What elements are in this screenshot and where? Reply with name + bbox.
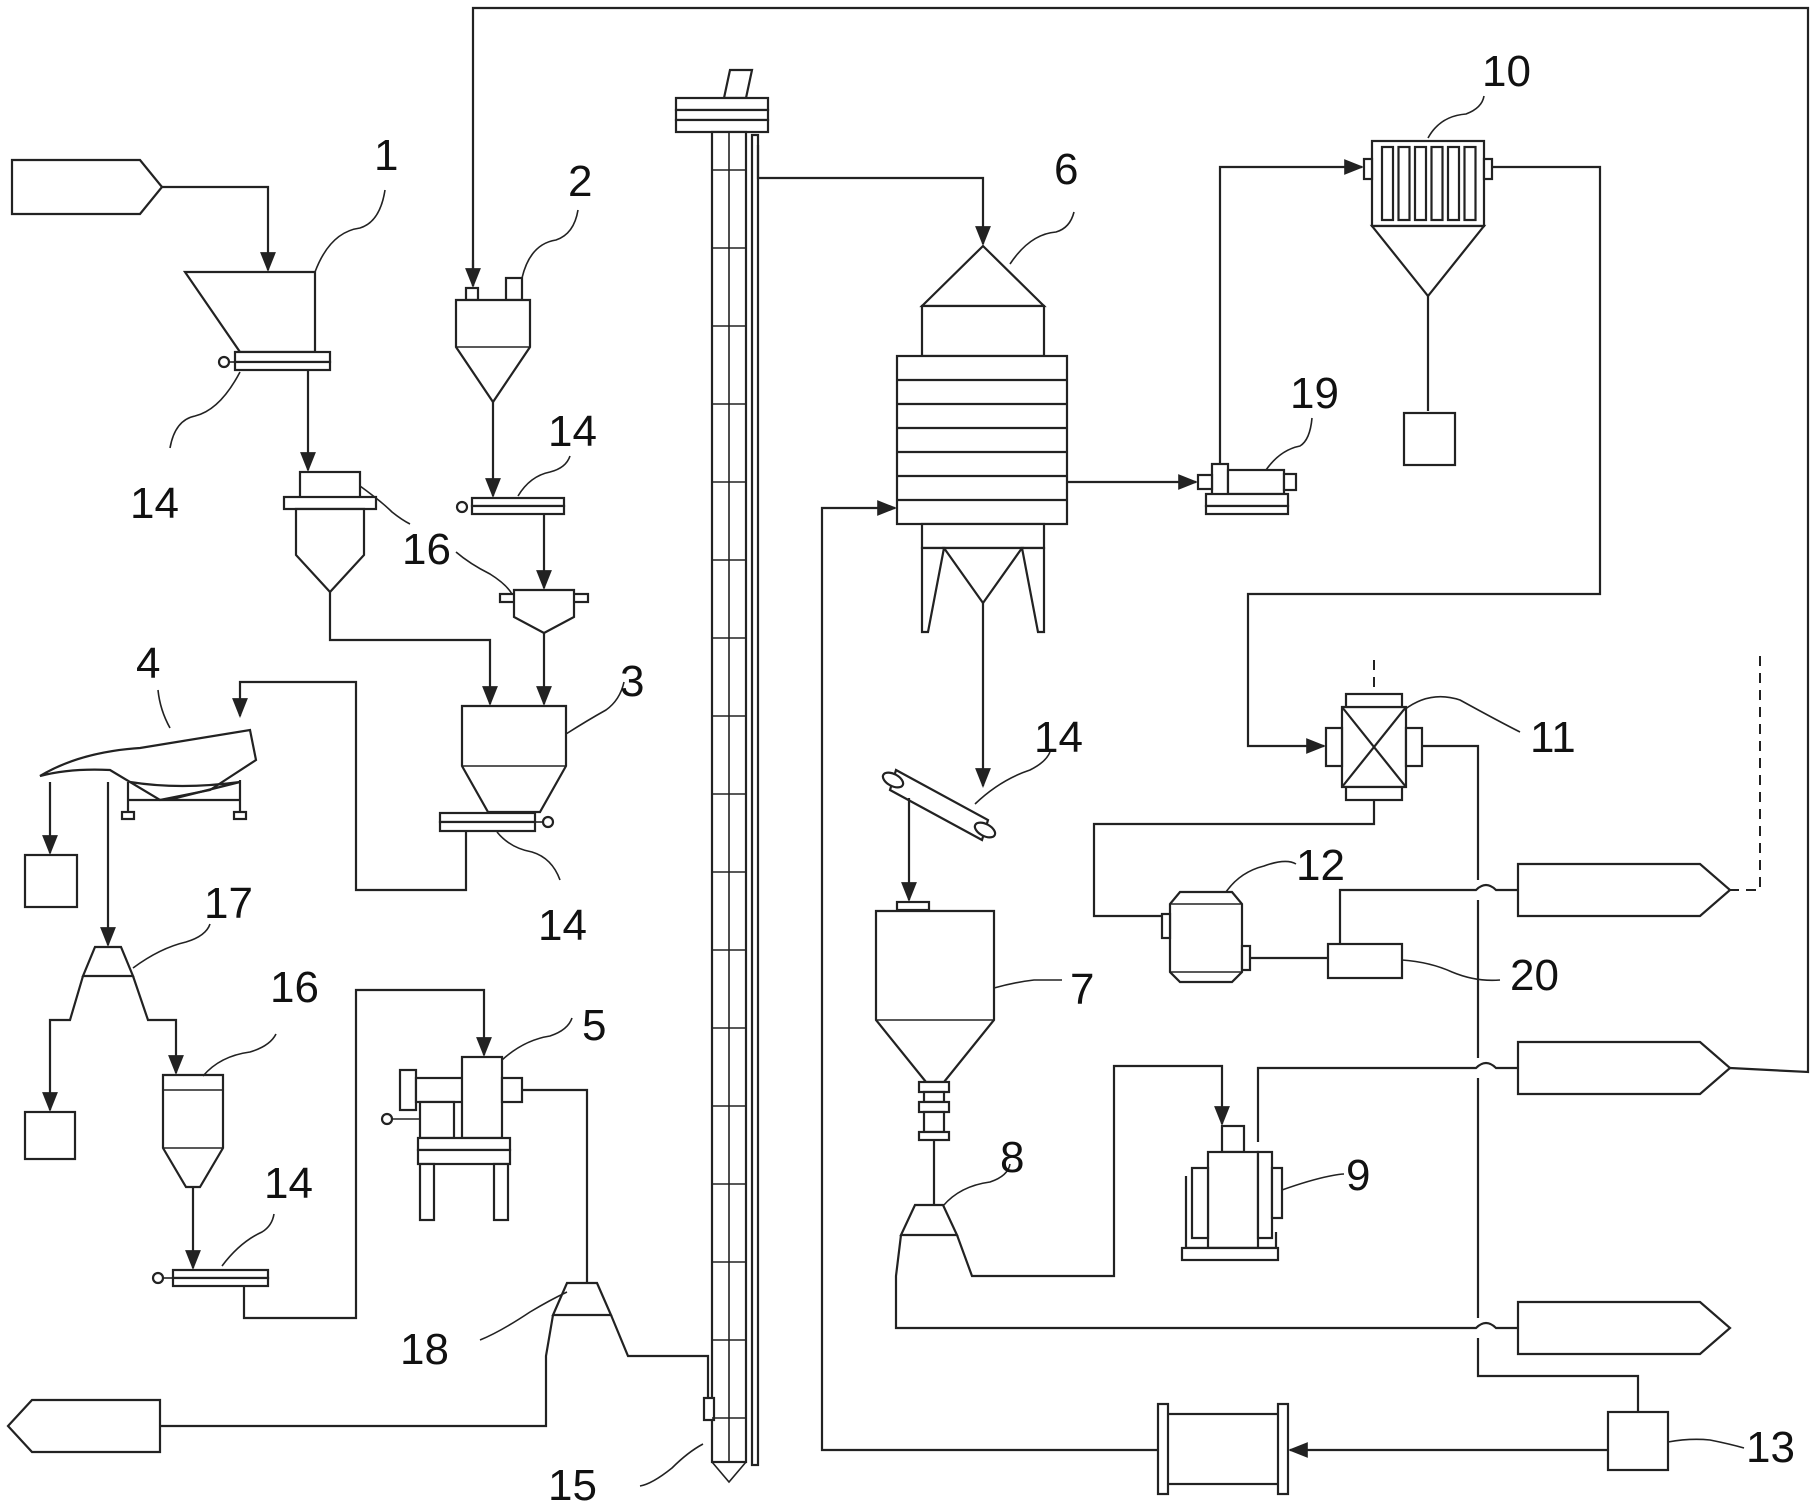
label-5: 5: [582, 1001, 606, 1050]
splitter-8: [899, 1203, 959, 1237]
label-20: 20: [1510, 951, 1559, 1000]
heat-exchanger-11: [1324, 692, 1424, 802]
label-14-hopper: 14: [130, 479, 179, 528]
cyclone-16-left: [282, 470, 378, 594]
cyclone-16-lower: [161, 1073, 225, 1189]
dryer-tower-6: [895, 244, 1069, 634]
hopper-1: [182, 270, 332, 372]
label-13: 13: [1746, 1423, 1795, 1472]
press-5: [380, 1055, 524, 1222]
label-14-lower: 14: [264, 1159, 313, 1208]
terminal-right-1: [1516, 862, 1732, 918]
silo-2: [454, 276, 532, 404]
raw-material-input-terminal: [10, 158, 164, 216]
rotary-drum: [1156, 1402, 1290, 1496]
vibrating-screen-4: [39, 728, 258, 821]
mixer-3: [438, 704, 568, 833]
label-10: 10: [1482, 47, 1531, 96]
label-16-lower: 16: [270, 963, 319, 1012]
label-9: 9: [1346, 1151, 1370, 1200]
label-14-conveyor: 14: [1034, 713, 1083, 762]
box-20: [1326, 942, 1404, 980]
label-17: 17: [204, 879, 253, 928]
cyclone-16-middle: [498, 588, 590, 635]
connection-lines: [42, 6, 1810, 1458]
leader-lines: [132, 95, 1745, 1487]
label-12: 12: [1296, 841, 1345, 890]
bag-filter-10: [1362, 139, 1494, 467]
label-6: 6: [1054, 145, 1078, 194]
fan-19: [1196, 462, 1298, 516]
number-labels: 1 14 2 14 16 3 4 14 17 16 14 5 18 15 6 1…: [130, 47, 1795, 1510]
box-13: [1606, 1410, 1670, 1472]
label-4: 4: [136, 639, 160, 688]
product-output-terminal: [6, 1398, 162, 1454]
label-16-left: 16: [402, 525, 451, 574]
collection-box-screen: [23, 853, 79, 909]
terminal-right-3: [1516, 1300, 1732, 1356]
feeder-14-silo2: [455, 496, 566, 516]
label-1: 1: [374, 131, 398, 180]
label-11: 11: [1530, 713, 1576, 762]
label-19: 19: [1290, 369, 1339, 418]
splitter-17: [81, 945, 135, 978]
label-2: 2: [568, 157, 592, 206]
bucket-elevator-15: [674, 68, 770, 1484]
terminal-right-2: [1516, 1040, 1732, 1096]
splitter-18: [551, 1281, 613, 1317]
product-bin-7: [874, 900, 996, 1142]
feeder-14-lower: [151, 1268, 270, 1288]
label-15: 15: [548, 1461, 597, 1510]
label-7: 7: [1070, 965, 1094, 1014]
inclined-conveyor-14: [881, 768, 997, 842]
label-18: 18: [400, 1325, 449, 1374]
packing-machine-9: [1180, 1124, 1284, 1262]
label-3: 3: [620, 657, 644, 706]
label-8: 8: [1000, 1133, 1024, 1182]
collection-box-splitter: [23, 1110, 77, 1161]
label-14-silo: 14: [548, 407, 597, 456]
label-14-mixer: 14: [538, 901, 587, 950]
burner-12: [1160, 890, 1252, 984]
